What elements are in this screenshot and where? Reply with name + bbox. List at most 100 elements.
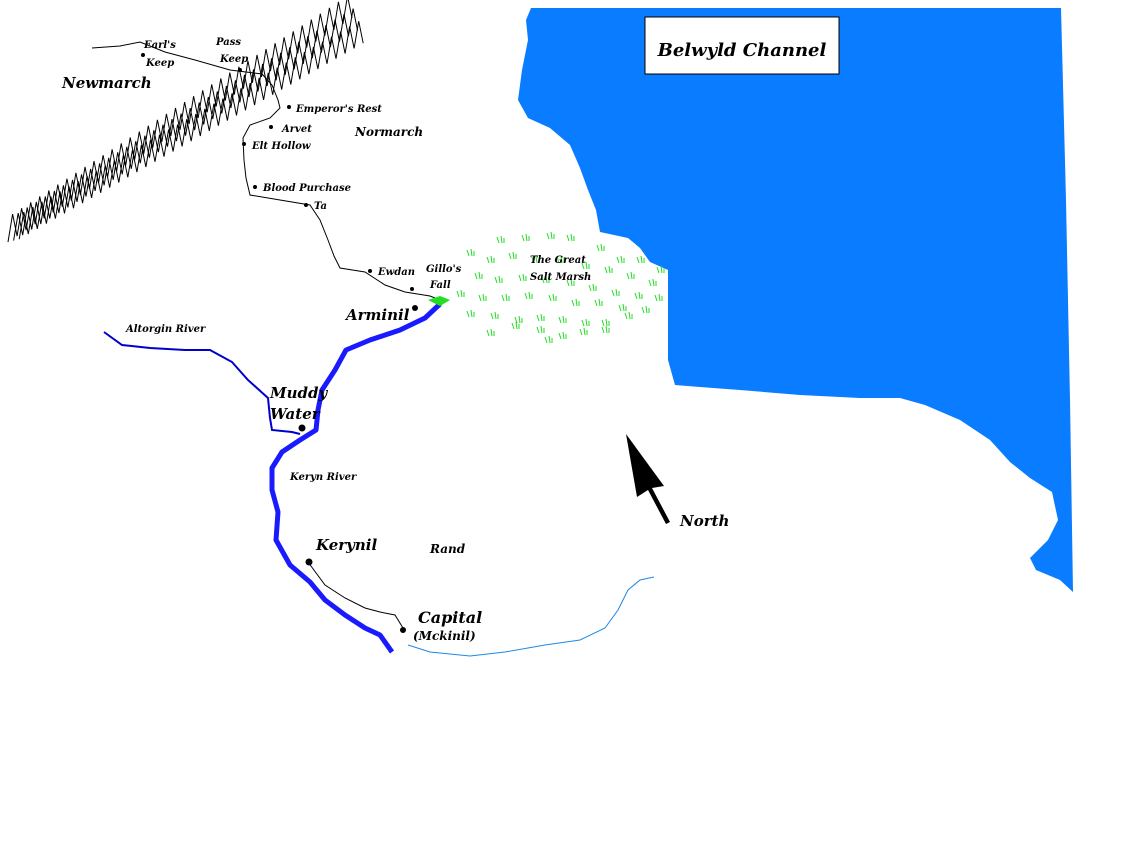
keryn-river	[269, 302, 442, 654]
gillos-fall-marker	[410, 287, 414, 291]
marsh-tuft	[566, 278, 575, 287]
marsh-tuft	[636, 255, 645, 264]
marsh-tuft	[524, 291, 533, 300]
marsh-tuft	[624, 311, 633, 320]
elt-hollow-marker	[242, 142, 246, 146]
mountain-ridge-1	[7, 0, 353, 243]
ewdan-label: Ewdan	[377, 267, 415, 278]
region-rand: Rand	[429, 542, 466, 556]
arvet-marker	[269, 125, 273, 129]
elt-hollow-label: Elt Hollow	[251, 141, 311, 152]
altorgin-river-label: Altorgin River	[125, 324, 206, 335]
gillos-fall-label-line2: Fall	[429, 280, 451, 291]
marsh-tuft	[501, 293, 510, 302]
marsh-tuft	[486, 255, 495, 264]
marsh-tuft	[626, 271, 635, 280]
ewdan-marker	[368, 269, 372, 273]
marsh-tuft	[648, 278, 657, 287]
marsh-tuft	[490, 311, 499, 320]
muddy-water-marker	[298, 424, 306, 432]
belwyld-channel-sea	[518, 8, 1073, 592]
marsh-tuft	[601, 325, 610, 334]
region-newmarch: Newmarch	[61, 74, 152, 92]
earls-keep-label-line1: Earl's	[143, 40, 176, 51]
kerynil-label: Kerynil	[315, 536, 377, 554]
marsh-tuft	[511, 321, 520, 330]
marsh-tuft	[558, 315, 567, 324]
altorgin-river	[103, 331, 301, 435]
marsh-tuft	[566, 233, 575, 242]
marsh-tuft	[536, 313, 545, 322]
arminil-marker	[412, 305, 418, 311]
map-title: Belwyld Channel	[657, 40, 827, 61]
north-compass-arrow	[626, 434, 670, 524]
marsh-tuft	[594, 298, 603, 307]
muddy-water-label-line2: Water	[270, 405, 321, 423]
salt-marsh	[456, 231, 665, 344]
north-road	[91, 41, 441, 301]
capital-label-line2: (Mckinil)	[413, 629, 476, 643]
marsh-tuft	[536, 325, 545, 334]
emperors-rest-label: Emperor's Rest	[295, 104, 382, 115]
muddy-water-label-line1: Muddy	[269, 384, 328, 402]
marsh-tuft	[546, 231, 555, 240]
mountain-range	[7, 0, 364, 243]
marsh-tuft	[474, 271, 483, 280]
ta-marker	[304, 203, 308, 207]
marsh-spring-marker	[428, 296, 450, 306]
capital-road	[307, 561, 404, 629]
marsh-tuft	[588, 283, 597, 292]
earls-keep-marker	[141, 53, 145, 57]
capital-label-line1: Capital	[418, 608, 482, 627]
emperors-rest-marker	[287, 105, 291, 109]
marsh-tuft	[618, 303, 627, 312]
mountain-ridge-3	[18, 21, 364, 240]
marsh-tuft	[486, 328, 495, 337]
kerynil-marker	[305, 558, 313, 566]
compass-north-label: North	[679, 512, 729, 530]
pass-keep-label-line1: Pass	[215, 37, 241, 48]
gillos-fall-label-line1: Gillo's	[426, 264, 462, 275]
marsh-tuft	[581, 261, 590, 270]
arminil-label: Arminil	[344, 306, 410, 324]
marsh-tuft	[656, 265, 665, 274]
roads	[91, 41, 441, 629]
marsh-tuft	[616, 255, 625, 264]
marsh-tuft	[579, 327, 588, 336]
region-normarch: Normarch	[354, 125, 423, 139]
mountain-ridge-2	[13, 8, 359, 241]
marsh-label-line2: Salt Marsh	[530, 272, 591, 283]
marsh-tuft	[548, 293, 557, 302]
marsh-label-line1: The Great	[530, 255, 586, 266]
marsh-tuft	[654, 293, 663, 302]
marsh-tuft	[466, 248, 475, 257]
marsh-tuft	[581, 318, 590, 327]
settlement-markers	[141, 53, 418, 633]
blood-purchase-marker	[253, 185, 257, 189]
marsh-tuft	[604, 265, 613, 274]
ta-label: Ta	[314, 201, 327, 212]
marsh-tuft	[596, 243, 605, 252]
marsh-tuft	[541, 275, 550, 284]
marsh-tuft	[514, 315, 523, 324]
marsh-tuft	[634, 291, 643, 300]
marsh-tuft	[508, 251, 517, 260]
earls-keep-label-line2: Keep	[145, 58, 174, 69]
marsh-tuft	[478, 293, 487, 302]
marsh-tuft	[558, 331, 567, 340]
marsh-tuft	[518, 273, 527, 282]
marsh-tuft	[521, 233, 530, 242]
capital-marker	[400, 627, 406, 633]
arvet-label: Arvet	[281, 124, 312, 135]
marsh-tuft	[466, 309, 475, 318]
pass-keep-label-line2: Keep	[219, 54, 248, 65]
marsh-tuft	[496, 235, 505, 244]
marsh-tuft	[601, 318, 610, 327]
blood-purchase-label: Blood Purchase	[262, 183, 351, 194]
marsh-tuft	[494, 275, 503, 284]
marsh-tuft	[556, 255, 565, 264]
marsh-tuft	[531, 255, 540, 264]
keryn-river-label: Keryn River	[289, 472, 357, 483]
marsh-tuft	[611, 288, 620, 297]
